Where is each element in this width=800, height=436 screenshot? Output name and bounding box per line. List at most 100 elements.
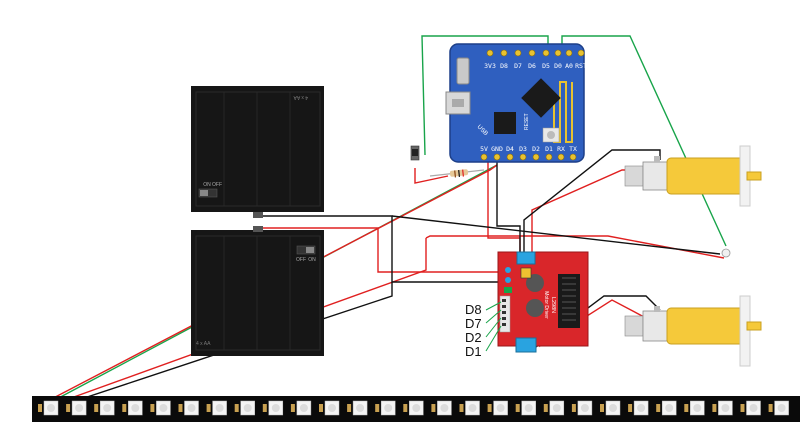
strip-led-lens: [665, 404, 674, 412]
input-label-leaders: [485, 301, 502, 352]
strip-led-lens: [721, 404, 730, 412]
motor-a-terminal[interactable]: [515, 337, 537, 353]
top-pin-label: D8: [500, 62, 508, 70]
header-pin: [557, 153, 565, 161]
top-pin-label: D7: [514, 62, 522, 70]
strip-solder-pad: [571, 404, 576, 412]
push-button[interactable]: [410, 145, 420, 161]
strip-solder-pad: [656, 404, 661, 412]
red-wire-strip-power: [39, 164, 498, 406]
strip-led-lens: [103, 404, 112, 412]
strip-led-lens: [412, 404, 421, 412]
black-wire-battery: [258, 215, 520, 283]
strip-solder-pad: [234, 404, 239, 412]
top-pin-label: RST: [575, 62, 587, 70]
strip-led-lens: [243, 404, 252, 412]
strip-led-lens: [75, 404, 84, 412]
header-pin: [577, 49, 585, 57]
strip-solder-pad: [600, 404, 604, 412]
dc-motor-bottom: [624, 295, 762, 367]
strip-solder-pad: [122, 404, 127, 412]
top-pin-label: D0: [554, 62, 562, 70]
strip-solder-pad: [94, 404, 99, 412]
strip-solder-pad: [431, 404, 436, 412]
battery-top-switch-off-label: OFF: [212, 182, 222, 188]
reset-button[interactable]: [456, 57, 470, 85]
strip-solder-pad: [290, 404, 295, 412]
battery-pack-top: 4 x AA ON OFF: [191, 86, 324, 218]
header-pin: [554, 49, 562, 57]
strip-solder-pad: [768, 404, 773, 412]
top-pin-label: D5: [542, 62, 550, 70]
strip-solder-pad: [150, 404, 155, 412]
strip-led-lens: [271, 404, 280, 412]
header-pin: [532, 153, 540, 161]
resistor: [429, 169, 485, 178]
strip-led-lens: [749, 404, 758, 412]
strip-solder-pad: [178, 404, 183, 412]
strip-solder-pad: [38, 404, 42, 412]
header-pin: [506, 153, 514, 161]
mcu-chip-label: RESET: [524, 113, 530, 130]
battery-top-corner-label: 4 x AA: [293, 94, 308, 100]
driver-input-label-d1: D1: [465, 344, 482, 359]
header-pin: [528, 49, 536, 57]
strip-led-lens: [299, 404, 308, 412]
header-pin: [500, 49, 508, 57]
wires: [35, 35, 727, 411]
header-pin: [493, 153, 501, 161]
strip-led-lens: [524, 404, 533, 412]
bottom-pin-label: D1: [545, 145, 553, 153]
black-wire-strip: [47, 282, 393, 411]
strip-solder-pad: [206, 404, 211, 412]
strip-led-lens: [328, 404, 336, 412]
header-pin: [569, 153, 577, 161]
red-wire-led: [425, 235, 725, 259]
strip-solder-pad: [740, 404, 745, 412]
strip-led-lens: [777, 404, 786, 412]
top-pin-header: [486, 49, 585, 57]
strip-led-lens: [609, 404, 617, 412]
led: [721, 248, 731, 258]
strip-solder-pad: [628, 404, 633, 412]
strip-solder-pad: [487, 404, 492, 412]
battery-bottom-switch[interactable]: OFF ON: [296, 245, 316, 263]
header-pin: [514, 49, 522, 57]
strip-led-lens: [440, 404, 449, 412]
driver-input-label-d7: D7: [465, 316, 482, 331]
capacitor: [526, 299, 544, 317]
header-pin: [565, 49, 573, 57]
microcontroller-board: RESET USB 3V3 D8 D7 D6 D5 D0 A0 RST 5V G…: [445, 43, 587, 163]
header-pin: [542, 49, 550, 57]
battery-bottom-corner-label: 4 x AA: [196, 341, 211, 347]
driver-module-label: Motor Driver: [543, 291, 549, 319]
strip-led-lens: [159, 404, 168, 412]
red-wire-resistor: [414, 168, 449, 184]
heatsink: [558, 274, 580, 328]
strip-led-lens: [580, 404, 589, 412]
header-pin: [480, 153, 488, 161]
battery-top-switch[interactable]: ON OFF: [198, 182, 222, 198]
strip-solder-pad: [262, 404, 267, 412]
strip-led-lens: [384, 404, 393, 412]
strip-solder-pad: [347, 404, 352, 412]
green-wire-button: [421, 35, 549, 156]
capacitor: [526, 274, 544, 292]
red-wire-battery-main: [258, 227, 520, 273]
top-pin-label: D6: [528, 62, 536, 70]
led-strip: [32, 396, 800, 422]
strip-solder-pad: [712, 404, 717, 412]
power-terminal[interactable]: [516, 251, 536, 265]
strip-led-lens: [693, 404, 702, 412]
strip-led-lens: [552, 404, 561, 412]
strip-solder-pad: [319, 404, 323, 412]
mcu-chip: [521, 78, 561, 118]
driver-chip-label: L298N: [550, 297, 556, 313]
battery-bottom-switch-off-label: OFF: [296, 257, 306, 263]
battery-top-switch-on-label: ON: [203, 182, 211, 188]
bottom-pin-label: D4: [506, 145, 514, 153]
black-wire-led: [391, 215, 721, 255]
strip-led-lens: [637, 404, 646, 412]
strip-solder-pad: [684, 404, 689, 412]
